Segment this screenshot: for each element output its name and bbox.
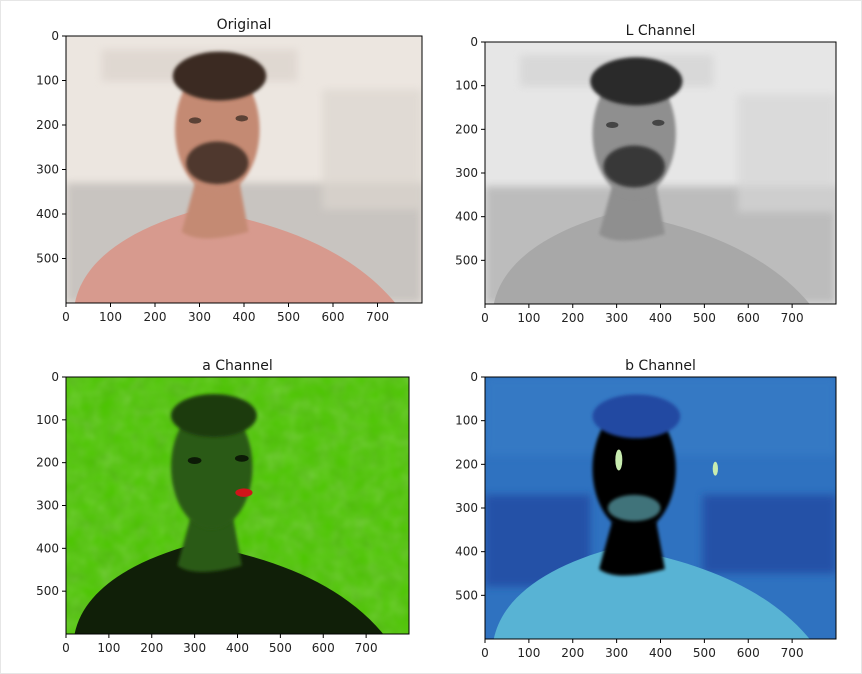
y-tick-label: 400 bbox=[455, 210, 478, 224]
face-shape bbox=[171, 404, 253, 530]
x-tick-label: 100 bbox=[517, 646, 540, 660]
hair-shape bbox=[172, 51, 267, 101]
x-tick-label: 0 bbox=[481, 311, 489, 325]
x-tick-label: 600 bbox=[312, 641, 335, 655]
y-tick-label: 100 bbox=[36, 413, 59, 427]
shirt-shape bbox=[493, 212, 810, 304]
shirt-shape bbox=[74, 544, 384, 634]
x-tick-label: 700 bbox=[781, 646, 804, 660]
y-tick-label: 400 bbox=[36, 541, 59, 555]
y-tick-label: 0 bbox=[470, 370, 478, 384]
x-tick-label: 100 bbox=[97, 641, 120, 655]
x-tick-label: 400 bbox=[649, 311, 672, 325]
channel-image bbox=[485, 377, 836, 639]
y-tick-label: 500 bbox=[455, 588, 478, 602]
y-tick-label: 200 bbox=[455, 457, 478, 471]
subplot-title: b Channel bbox=[625, 358, 696, 374]
x-tick-label: 400 bbox=[649, 646, 672, 660]
y-tick-label: 100 bbox=[455, 79, 478, 93]
x-tick-label: 200 bbox=[561, 311, 584, 325]
subplot-3: a Channel 0 100 200 300 400 500 600 700 0 100 200 30… bbox=[36, 358, 410, 655]
x-tick-label: 0 bbox=[481, 646, 489, 660]
shirt-shape bbox=[493, 547, 810, 639]
subplot-title: L Channel bbox=[626, 23, 696, 39]
y-tick-label: 0 bbox=[51, 29, 59, 43]
x-tick-label: 200 bbox=[561, 646, 584, 660]
y-tick-label: 400 bbox=[455, 545, 478, 559]
y-tick-label: 400 bbox=[36, 207, 59, 221]
x-tick-label: 200 bbox=[144, 310, 167, 324]
y-tick-label: 300 bbox=[455, 166, 478, 180]
shirt-shape bbox=[74, 209, 396, 303]
subplot-title: a Channel bbox=[202, 358, 273, 374]
x-tick-label: 700 bbox=[781, 311, 804, 325]
y-tick-label: 300 bbox=[455, 501, 478, 515]
y-tick-label: 0 bbox=[51, 370, 59, 384]
x-tick-label: 500 bbox=[693, 311, 716, 325]
x-tick-label: 0 bbox=[62, 310, 70, 324]
x-tick-label: 300 bbox=[183, 641, 206, 655]
x-tick-label: 300 bbox=[605, 311, 628, 325]
y-tick-label: 0 bbox=[470, 35, 478, 49]
x-tick-label: 600 bbox=[737, 311, 760, 325]
channel-image bbox=[66, 36, 422, 303]
hair-shape bbox=[590, 57, 683, 106]
y-tick-label: 100 bbox=[455, 414, 478, 428]
channel-image bbox=[485, 42, 836, 304]
x-tick-label: 400 bbox=[226, 641, 249, 655]
x-tick-label: 400 bbox=[233, 310, 256, 324]
x-tick-label: 300 bbox=[605, 646, 628, 660]
channel-image bbox=[66, 377, 409, 634]
beard-shape bbox=[186, 141, 249, 185]
x-tick-label: 200 bbox=[140, 641, 163, 655]
y-tick-label: 300 bbox=[36, 163, 59, 177]
subplot-1: Original 0 100 200 300 400 500 600 700 0 100 200 300… bbox=[36, 17, 423, 324]
x-tick-label: 500 bbox=[269, 641, 292, 655]
y-tick-label: 500 bbox=[36, 252, 59, 266]
x-tick-label: 600 bbox=[737, 646, 760, 660]
y-tick-label: 300 bbox=[36, 499, 59, 513]
beard-shape bbox=[603, 145, 665, 188]
y-tick-label: 100 bbox=[36, 74, 59, 88]
y-tick-label: 200 bbox=[36, 456, 59, 470]
subplot-4: b Channel 0 100 200 300 400 500 600 700 0 100 200 30… bbox=[455, 358, 837, 660]
subplot-title: Original bbox=[217, 17, 272, 33]
x-tick-label: 700 bbox=[366, 310, 389, 324]
x-tick-label: 0 bbox=[62, 641, 70, 655]
y-tick-label: 500 bbox=[36, 584, 59, 598]
x-tick-label: 700 bbox=[355, 641, 378, 655]
x-tick-label: 600 bbox=[322, 310, 345, 324]
subplot-2: L Channel 0 100 200 300 400 500 600 700 0 100 200 30… bbox=[455, 23, 837, 325]
y-tick-label: 200 bbox=[455, 122, 478, 136]
x-tick-label: 100 bbox=[517, 311, 540, 325]
mouth-shape bbox=[235, 488, 253, 497]
x-tick-label: 300 bbox=[188, 310, 211, 324]
x-tick-label: 100 bbox=[99, 310, 122, 324]
y-tick-label: 500 bbox=[455, 253, 478, 267]
x-tick-label: 500 bbox=[693, 646, 716, 660]
highlight-shape bbox=[615, 449, 623, 471]
x-tick-label: 500 bbox=[277, 310, 300, 324]
y-tick-label: 200 bbox=[36, 118, 59, 132]
